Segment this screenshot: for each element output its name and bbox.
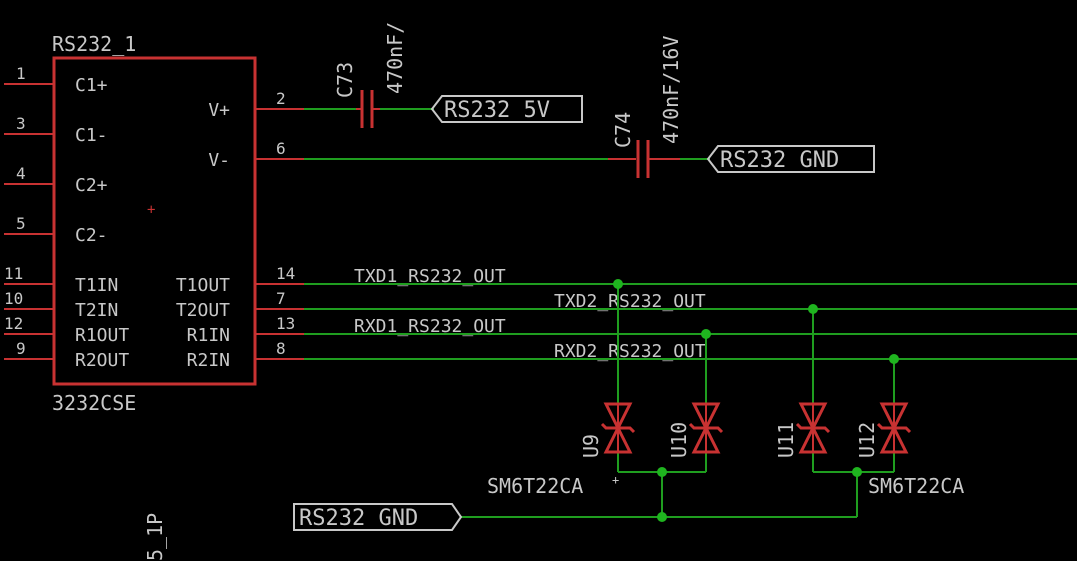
cap-value: 470nF/16V — [659, 36, 683, 144]
diode-triangle — [798, 402, 828, 432]
junction — [701, 329, 711, 339]
net-label-text: RS232_GND — [720, 148, 839, 173]
cap-name: C74 — [611, 112, 635, 148]
junction — [889, 354, 899, 364]
net-label-rs232-gnd-top[interactable]: RS232_GND — [706, 145, 875, 173]
partial-label: 5_1P — [143, 513, 167, 561]
pin-label: R2OUT — [75, 350, 129, 371]
pin-number: 2 — [276, 89, 286, 108]
pin-label: C1+ — [75, 75, 108, 96]
diode-name: U10 — [667, 422, 691, 458]
pin-label: V- — [208, 150, 230, 171]
junction — [852, 467, 862, 477]
pin-label: T1OUT — [176, 275, 230, 296]
pin-number: 3 — [16, 114, 26, 133]
pin-number: 6 — [276, 139, 286, 158]
pin-label: T2IN — [75, 300, 118, 321]
pin-number: 12 — [4, 314, 23, 333]
net-label-rs232-5v[interactable]: RS232_5V — [430, 95, 583, 123]
pin-label: C2- — [75, 225, 108, 246]
junction — [657, 467, 667, 477]
ic-body — [52, 56, 257, 386]
diode-triangle — [879, 402, 909, 432]
net-name: RXD2_RS232_OUT — [554, 341, 706, 362]
net-label-text: RS232_GND — [299, 506, 418, 531]
net-label-shape — [430, 95, 583, 123]
tvs-diode-u12[interactable]: U12 — [855, 402, 912, 458]
pin-number: 1 — [16, 64, 26, 83]
cap-value: 470nF/ — [383, 22, 407, 94]
diode-triangle — [879, 424, 909, 454]
origin-mark: + — [612, 473, 619, 487]
pin-label: C2+ — [75, 175, 108, 196]
signal-nets: TXD1_RS232_OUT TXD2_RS232_OUT RXD1_RS232… — [304, 266, 1077, 362]
diode-bar — [795, 422, 831, 434]
net-label-shape — [706, 145, 875, 173]
junction — [657, 512, 667, 522]
diode-bar — [688, 422, 724, 434]
diode-value: SM6T22CA — [868, 474, 964, 498]
net-name: TXD2_RS232_OUT — [554, 291, 706, 312]
diode-bar — [600, 422, 636, 434]
diode-name: U11 — [774, 422, 798, 458]
pin-label: T2OUT — [176, 300, 230, 321]
net-name: RXD1_RS232_OUT — [354, 316, 506, 337]
capacitor-c73[interactable]: C73 470nF/ — [304, 22, 434, 128]
net-label-shape — [293, 503, 463, 531]
diode-triangle — [603, 402, 633, 432]
pin-label: R1OUT — [75, 325, 129, 346]
pin-number: 13 — [276, 314, 295, 333]
pin-label: T1IN — [75, 275, 118, 296]
diode-triangle — [798, 424, 828, 454]
pin-label: R2IN — [187, 350, 230, 371]
pin-number: 9 — [16, 339, 26, 358]
diode-triangle — [691, 424, 721, 454]
ic-rs232[interactable]: RS232_1 3232CSE + 1 3 4 5 11 10 12 9 C1+… — [4, 32, 304, 415]
pin-number: 11 — [4, 264, 23, 283]
tvs-wiring — [460, 279, 899, 522]
ic-origin-mark: + — [147, 202, 155, 218]
tvs-diode-u10[interactable]: U10 — [667, 402, 724, 458]
pin-number: 8 — [276, 339, 286, 358]
net-name: TXD1_RS232_OUT — [354, 266, 506, 287]
junction — [613, 279, 623, 289]
diode-value: SM6T22CA — [487, 474, 583, 498]
pin-number: 7 — [276, 289, 286, 308]
pin-number: 5 — [16, 214, 26, 233]
pin-number: 14 — [276, 264, 295, 283]
cap-name: C73 — [333, 62, 357, 98]
pin-number: 10 — [4, 289, 23, 308]
pin-number: 4 — [16, 164, 26, 183]
ic-name: RS232_1 — [52, 32, 136, 56]
diode-triangle — [603, 424, 633, 454]
pin-label: R1IN — [187, 325, 230, 346]
tvs-diode-u9[interactable]: U9 — [579, 402, 636, 458]
pin-label: V+ — [208, 100, 230, 121]
junction — [808, 304, 818, 314]
net-label-text: RS232_5V — [444, 98, 550, 123]
tvs-diode-u11[interactable]: U11 — [774, 402, 831, 458]
diode-triangle — [691, 402, 721, 432]
diode-bar — [876, 422, 912, 434]
capacitor-c74[interactable]: C74 470nF/16V — [304, 36, 710, 178]
diode-name: U9 — [579, 434, 603, 458]
pin-label: C1- — [75, 125, 108, 146]
diode-name: U12 — [855, 422, 879, 458]
ic-value: 3232CSE — [52, 391, 136, 415]
net-label-rs232-gnd-bottom[interactable]: RS232_GND — [293, 503, 463, 531]
